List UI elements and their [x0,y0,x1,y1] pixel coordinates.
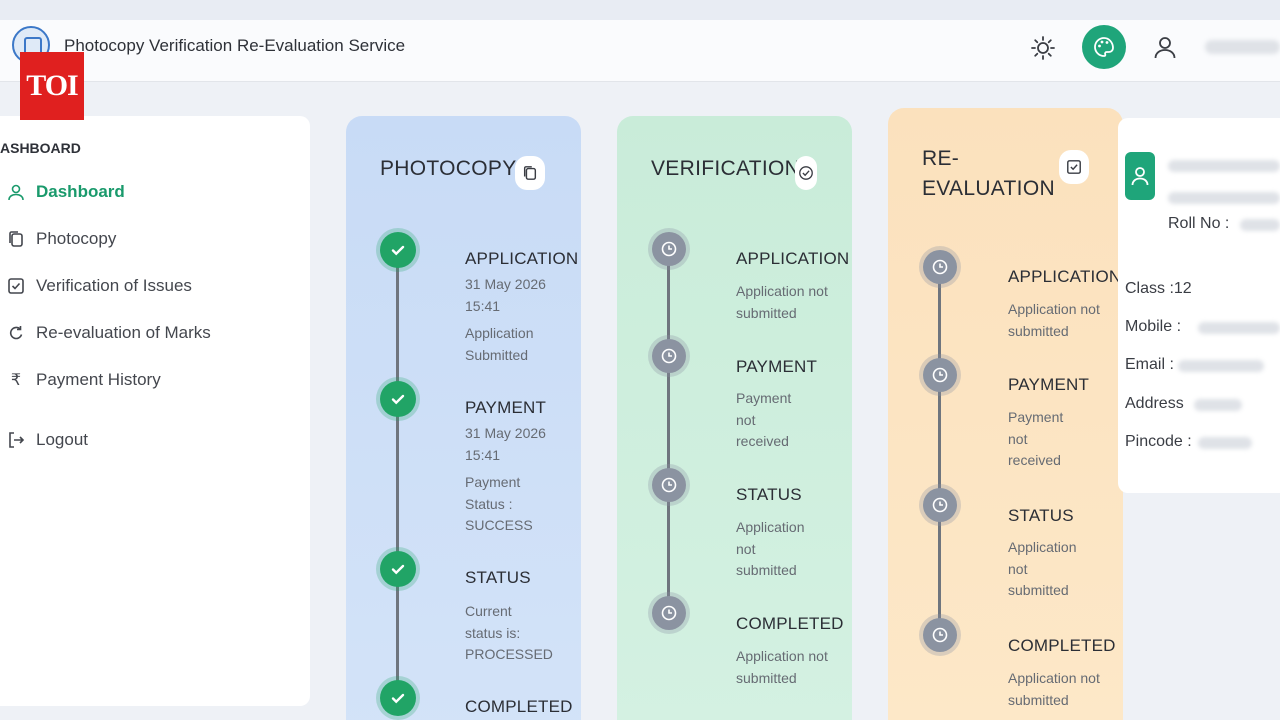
top-strip [0,0,1280,20]
refresh-icon [6,323,26,343]
check-icon [380,551,416,587]
step-title: PAYMENT [736,357,818,376]
address-label: Address [1125,395,1184,412]
card-title: PHOTOCOPY [380,157,517,180]
step-title: COMPLETED [1008,636,1116,655]
step-title: STATUS [736,485,802,504]
card-title: RE- EVALUATION [922,147,1055,201]
sidebar-item-logout[interactable]: Logout [6,430,88,450]
clock-icon [923,488,957,522]
toi-watermark: TOI [20,52,84,120]
school-blurred [1168,192,1280,204]
step-title: APPLICATION [1008,267,1122,286]
sidebar: ASHBOARD Dashboard Photocopy Verificatio… [0,116,310,706]
step-title: APPLICATION [736,249,850,268]
user-icon[interactable] [1152,34,1178,60]
rupee-icon: ₹ [10,372,22,389]
clock-icon [652,339,686,373]
checkbox-icon [6,276,26,296]
roll-no-label: Roll No : [1168,215,1230,232]
sidebar-item-verification[interactable]: Verification of Issues [6,276,192,296]
card-title: VERIFICATION [651,157,801,180]
timeline-line [667,250,670,612]
clock-icon [652,232,686,266]
sidebar-item-label: Payment History [36,370,161,389]
class-label: Class :12 [1125,280,1192,297]
step-title: STATUS [465,568,531,587]
check-icon [380,381,416,417]
app-title: Photocopy Verification Re-Evaluation Ser… [64,36,406,55]
palette-button[interactable] [1082,25,1126,69]
copy-icon[interactable] [515,156,545,190]
user-icon [6,182,26,202]
reevaluation-card: RE- EVALUATION APPLICATION Application n… [888,108,1123,720]
sidebar-heading: ASHBOARD [0,140,81,156]
sidebar-item-reevaluation[interactable]: Re-evaluation of Marks [6,323,211,343]
sidebar-item-payment-history[interactable]: ₹ Payment History [6,370,161,390]
profile-panel: Roll No : Class :12 Mobile : Email : Add… [1118,118,1280,493]
sun-icon[interactable] [1030,35,1056,61]
email-blurred [1178,360,1264,372]
step-title: APPLICATION [465,249,579,268]
sidebar-item-dashboard[interactable]: Dashboard [6,182,125,202]
mobile-blurred [1198,322,1280,334]
pincode-blurred [1198,437,1252,449]
mobile-label: Mobile : [1125,318,1182,335]
timeline-line [396,250,399,698]
sidebar-item-label: Re-evaluation of Marks [36,323,211,342]
sidebar-item-photocopy[interactable]: Photocopy [6,229,116,249]
avatar [1125,152,1155,200]
step-title: PAYMENT [1008,375,1090,394]
copy-icon [6,229,26,249]
sidebar-item-label: Dashboard [36,182,125,201]
checkbox-icon[interactable] [1059,150,1089,184]
user-name-blurred [1205,40,1280,54]
step-title: STATUS [1008,506,1074,525]
pincode-label: Pincode : [1125,433,1192,450]
check-icon [380,680,416,716]
sidebar-item-label: Verification of Issues [36,276,192,295]
verification-card: VERIFICATION APPLICATION Application not… [617,116,852,720]
clock-icon [652,596,686,630]
palette-icon [1094,37,1114,57]
clock-icon [923,250,957,284]
clock-icon [923,618,957,652]
address-blurred [1194,399,1242,411]
step-title: COMPLETED [465,697,573,716]
roll-no-blurred [1240,219,1280,231]
timeline-line [938,268,941,634]
email-label: Email : [1125,356,1174,373]
sidebar-item-label: Logout [36,430,88,449]
clock-icon [652,468,686,502]
app-header: Photocopy Verification Re-Evaluation Ser… [0,20,1280,82]
step-title: COMPLETED [736,614,844,633]
logout-icon [6,430,26,450]
check-icon [380,232,416,268]
sidebar-item-label: Photocopy [36,229,117,248]
check-circle-icon[interactable] [795,156,817,190]
step-title: PAYMENT [465,398,547,417]
name-blurred [1168,160,1280,172]
clock-icon [923,358,957,392]
